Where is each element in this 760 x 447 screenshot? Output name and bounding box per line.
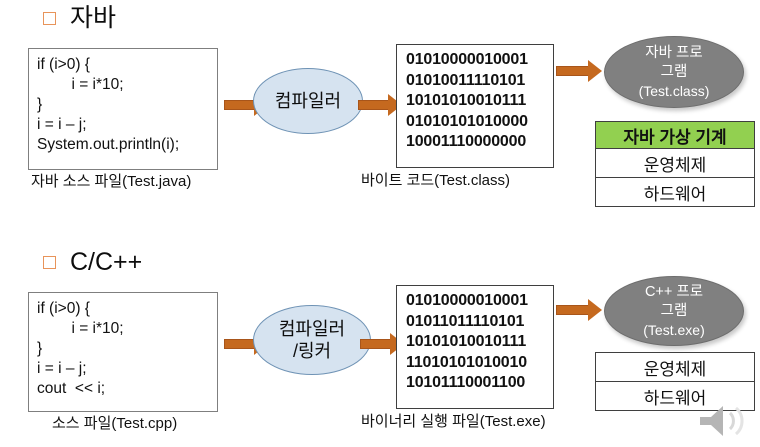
heading-label-cpp: C/C++ xyxy=(70,248,143,276)
binary-line: 01010000010001 xyxy=(406,292,528,309)
program-label-line3-cpp: (Test.exe) xyxy=(643,321,705,338)
binary-line: 10001110000000 xyxy=(406,133,527,150)
square-outline-icon xyxy=(43,12,56,25)
speaker-icon xyxy=(700,406,744,436)
binary-line: 01010011110101 xyxy=(406,71,526,89)
source-code-box-cpp: if (i>0) { i = i*10; } i = i – j; cout <… xyxy=(28,292,218,412)
code-line: i = i*10; xyxy=(37,76,124,93)
program-label-line1-cpp: C++ 프로 xyxy=(644,283,704,300)
right-arrow-icon xyxy=(556,60,604,82)
stack-row: 운영체제 xyxy=(595,148,755,177)
stack-row: 하드웨어 xyxy=(595,381,755,411)
code-line: } xyxy=(37,96,43,113)
program-ellipse-cpp: C++ 프로 그램 (Test.exe) xyxy=(604,276,744,346)
code-line: if (i>0) { xyxy=(37,56,90,73)
code-line: } xyxy=(37,340,43,357)
square-outline-icon xyxy=(43,256,56,269)
compiler-ellipse-java: 컴파일러 xyxy=(253,68,363,134)
binary-caption-cpp: 바이너리 실행 파일(Test.exe) xyxy=(361,413,546,430)
program-ellipse-java: 자바 프로 그램 (Test.class) xyxy=(604,36,744,108)
source-caption-java: 자바 소스 파일(Test.java) xyxy=(31,173,192,190)
program-label-line1-java: 자바 프로 xyxy=(645,44,703,61)
binary-line: 01010101010000 xyxy=(406,112,528,130)
compiler-label-cpp: 컴파일러 xyxy=(278,319,346,339)
section-heading-cpp: C/C++ xyxy=(43,250,142,275)
code-line: i = i – j; xyxy=(37,116,87,133)
code-line: i = i – j; xyxy=(37,360,87,377)
binary-line: 10101010010111 xyxy=(406,333,527,350)
code-line: cout << i; xyxy=(37,380,106,397)
compiler-label-java: 컴파일러 xyxy=(274,91,342,111)
binary-line: 01011011110101 xyxy=(406,312,525,330)
heading-label-java: 자바 xyxy=(70,4,117,32)
binary-line: 11010101010010 xyxy=(406,353,527,371)
right-arrow-icon xyxy=(556,299,604,321)
program-label-line2-cpp: 그램 xyxy=(660,302,688,319)
stack-row: 자바 가상 기계 xyxy=(595,121,755,148)
stack-row: 하드웨어 xyxy=(595,177,755,207)
platform-stack-cpp: 운영체제 하드웨어 xyxy=(595,352,755,411)
binary-box-cpp: 01010000010001 01011011110101 1010101001… xyxy=(396,285,554,409)
program-label-line3-java: (Test.class) xyxy=(638,82,710,99)
program-label-line2-java: 그램 xyxy=(660,63,688,80)
source-caption-cpp: 소스 파일(Test.cpp) xyxy=(52,415,178,432)
code-line: if (i>0) { xyxy=(37,300,90,317)
binary-line: 10101010010111 xyxy=(406,92,527,109)
stack-row: 운영체제 xyxy=(595,352,755,381)
source-code-box-java: if (i>0) { i = i*10; } i = i – j; System… xyxy=(28,48,218,170)
code-line: i = i*10; xyxy=(37,320,124,337)
compiler-linker-ellipse-cpp: 컴파일러 /링커 xyxy=(253,305,371,375)
binary-line: 10101110001100 xyxy=(406,374,526,391)
bytecode-caption-java: 바이트 코드(Test.class) xyxy=(361,172,511,189)
linker-label-cpp: /링커 xyxy=(292,341,332,361)
section-heading-java: 자바 xyxy=(43,6,116,31)
binary-line: 01010000010001 xyxy=(406,51,528,68)
bytecode-box-java: 01010000010001 01010011110101 1010101001… xyxy=(396,44,554,168)
platform-stack-java: 자바 가상 기계 운영체제 하드웨어 xyxy=(595,121,755,207)
code-line: System.out.println(i); xyxy=(37,136,180,153)
